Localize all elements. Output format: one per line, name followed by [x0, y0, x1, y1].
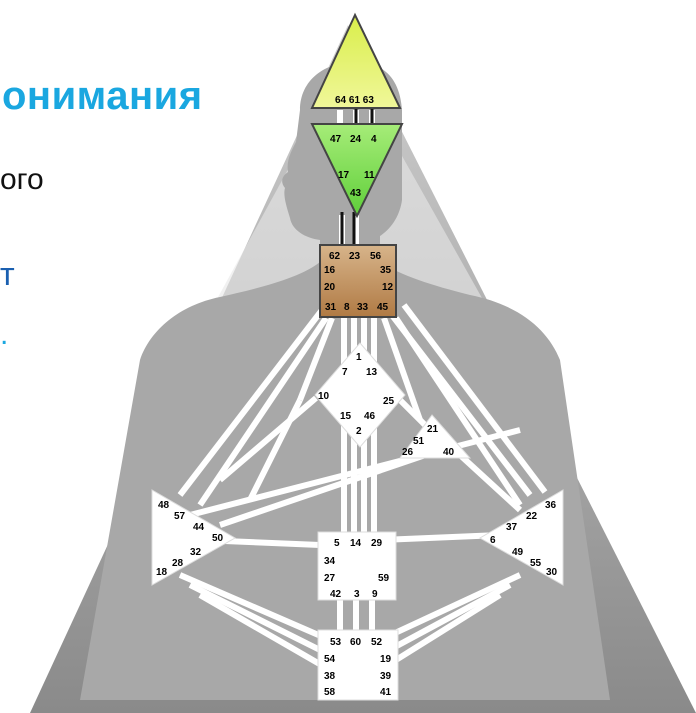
spleen-gate-50: 50: [212, 533, 224, 544]
heart-gate-21: 21: [427, 424, 439, 435]
heart-gate-40: 40: [443, 447, 455, 458]
head-gates-text: 64 61 63: [335, 95, 374, 106]
root-gate-58: 58: [324, 687, 336, 698]
sacral-center: [317, 531, 397, 601]
head-center: [310, 12, 402, 109]
ajna-gate-11: 11: [364, 170, 375, 181]
heading-text: онимания: [2, 74, 203, 118]
ajna-gate-47: 47: [330, 134, 342, 145]
throat-gate-33: 33: [357, 302, 369, 313]
ajna-gate-24: 24: [350, 134, 362, 145]
spleen-center: [151, 489, 237, 586]
root-gate-54: 54: [324, 654, 336, 665]
throat-gate-16: 16: [324, 265, 336, 276]
throat-gate-12: 12: [382, 282, 394, 293]
sacral-gate-14: 14: [350, 538, 362, 549]
throat-gate-31: 31: [325, 302, 337, 313]
spleen-gate-32: 32: [190, 547, 202, 558]
g-gate-10: 10: [318, 391, 330, 402]
heart-center: [399, 414, 472, 459]
throat-gate-20: 20: [324, 282, 336, 293]
throat-gate-56: 56: [370, 251, 382, 262]
ajna-gate-43: 43: [350, 188, 362, 199]
sp-gate-30: 30: [546, 567, 558, 578]
sacral-gate-5: 5: [334, 538, 340, 549]
ajna-gate-4: 4: [371, 134, 377, 145]
throat-gate-45: 45: [377, 302, 389, 313]
sp-gate-49: 49: [512, 547, 524, 558]
g-gate-7: 7: [342, 367, 348, 378]
root-gate-60: 60: [350, 637, 362, 648]
sacral-gate-27: 27: [324, 573, 336, 584]
g-gate-13: 13: [366, 367, 378, 378]
g-gate-1: 1: [356, 352, 362, 363]
root-gate-53: 53: [330, 637, 342, 648]
g-gate-2: 2: [356, 426, 362, 437]
root-gate-39: 39: [380, 671, 392, 682]
sacral-gate-3: 3: [354, 589, 360, 600]
spleen-gate-57: 57: [174, 511, 186, 522]
sp-gate-36: 36: [545, 500, 557, 511]
root-gate-41: 41: [380, 687, 392, 698]
sp-gate-6: 6: [490, 535, 496, 546]
spleen-gate-44: 44: [193, 522, 205, 533]
sacral-gate-9: 9: [372, 589, 378, 600]
body-text-line-1: ого: [0, 163, 44, 196]
g-center: [314, 342, 406, 448]
solar-plexus-center: [478, 489, 564, 586]
throat-gate-23: 23: [349, 251, 361, 262]
g-gate-25: 25: [383, 396, 395, 407]
spleen-gate-28: 28: [172, 558, 184, 569]
ajna-center: [310, 123, 404, 219]
root-gate-38: 38: [324, 671, 336, 682]
g-gate-46: 46: [364, 411, 376, 422]
root-gate-52: 52: [371, 637, 383, 648]
g-gate-15: 15: [340, 411, 352, 422]
sp-gate-37: 37: [506, 522, 518, 533]
root-gate-19: 19: [380, 654, 392, 665]
body-text-line-2: т: [0, 256, 15, 292]
throat-gate-35: 35: [380, 265, 392, 276]
heart-gate-51: 51: [413, 436, 425, 447]
sacral-gate-29: 29: [371, 538, 383, 549]
body-text-line-3: .: [0, 318, 9, 351]
sacral-gate-59: 59: [378, 573, 390, 584]
throat-center: [319, 244, 397, 318]
spleen-gate-18: 18: [156, 567, 168, 578]
throat-gate-8: 8: [344, 302, 350, 313]
sp-gate-22: 22: [526, 511, 538, 522]
sacral-gate-42: 42: [330, 589, 342, 600]
spleen-gate-48: 48: [158, 500, 170, 511]
throat-gate-62: 62: [329, 251, 341, 262]
root-center: [317, 629, 399, 701]
sacral-gate-34: 34: [324, 556, 336, 567]
sp-gate-55: 55: [530, 558, 542, 569]
heart-gate-26: 26: [402, 447, 414, 458]
ajna-gate-17: 17: [338, 170, 350, 181]
